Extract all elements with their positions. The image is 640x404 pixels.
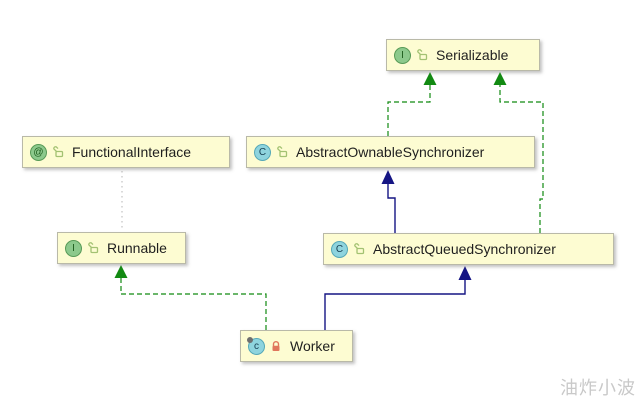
class-node-abstract-ownable-synchronizer[interactable]: C AbstractOwnableSynchronizer xyxy=(246,136,535,168)
class-name-label: FunctionalInterface xyxy=(72,144,192,160)
edge-worker-extends-aqs xyxy=(324,266,472,330)
class-name-label: Runnable xyxy=(107,240,167,256)
visibility-lock-icon xyxy=(53,146,64,158)
interface-icon: I xyxy=(65,239,82,257)
watermark-text: 油炸小波 xyxy=(560,378,636,398)
class-name-label: Serializable xyxy=(436,47,509,63)
visibility-lock-icon xyxy=(277,146,288,158)
class-node-worker[interactable]: c Worker xyxy=(240,330,353,362)
inner-class-dot-icon xyxy=(247,336,253,343)
interface-icon: I xyxy=(394,46,411,64)
visibility-lock-icon xyxy=(354,243,365,255)
edge-aos-implements-serializable xyxy=(387,72,437,136)
annotation-icon: @ xyxy=(30,143,47,161)
class-node-abstract-queued-synchronizer[interactable]: C AbstractQueuedSynchronizer xyxy=(323,233,614,265)
private-lock-icon xyxy=(272,341,280,351)
class-node-runnable[interactable]: I Runnable xyxy=(57,232,186,264)
class-icon: C xyxy=(254,143,271,161)
edge-worker-implements-runnable xyxy=(114,265,267,330)
visibility-lock-icon xyxy=(88,242,99,254)
visibility-lock-icon xyxy=(417,49,428,61)
class-name-label: AbstractQueuedSynchronizer xyxy=(373,241,556,257)
edge-aqs-implements-serializable xyxy=(493,72,544,233)
class-node-serializable[interactable]: I Serializable xyxy=(386,39,540,71)
edge-aqs-extends-aos xyxy=(381,170,396,233)
inner-class-icon: c xyxy=(247,336,265,355)
class-name-label: Worker xyxy=(290,338,335,354)
class-node-functional-interface[interactable]: @ FunctionalInterface xyxy=(22,136,230,168)
class-name-label: AbstractOwnableSynchronizer xyxy=(296,144,485,160)
class-icon: C xyxy=(331,240,348,258)
